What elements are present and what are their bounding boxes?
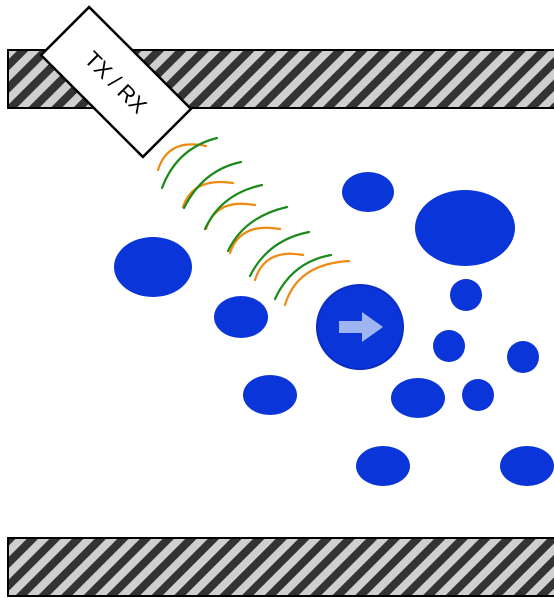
arrow-right-icon bbox=[339, 312, 383, 342]
wave-front bbox=[182, 160, 243, 210]
particle bbox=[500, 446, 554, 486]
particles bbox=[114, 172, 554, 486]
particle bbox=[342, 172, 394, 212]
particle bbox=[415, 190, 515, 266]
wave-front bbox=[253, 252, 305, 282]
particle bbox=[243, 375, 297, 415]
wave-front bbox=[226, 205, 289, 253]
particle bbox=[433, 330, 465, 362]
particle bbox=[356, 446, 410, 486]
particle bbox=[114, 237, 192, 297]
transducer: TX / RX bbox=[39, 5, 193, 159]
bottom-wall bbox=[7, 537, 554, 597]
wave-fronts-green bbox=[160, 136, 333, 301]
wave-front bbox=[181, 181, 235, 209]
particle bbox=[450, 279, 482, 311]
particle bbox=[462, 379, 494, 411]
wave-front bbox=[273, 253, 333, 301]
particle bbox=[507, 341, 539, 373]
wave-front bbox=[203, 183, 264, 231]
wave-front bbox=[248, 230, 311, 278]
particle bbox=[391, 378, 445, 418]
transducer-body bbox=[39, 5, 193, 159]
particle bbox=[214, 296, 268, 338]
wave-front bbox=[228, 226, 282, 255]
wave-front bbox=[160, 136, 219, 190]
wave-front bbox=[283, 259, 351, 307]
